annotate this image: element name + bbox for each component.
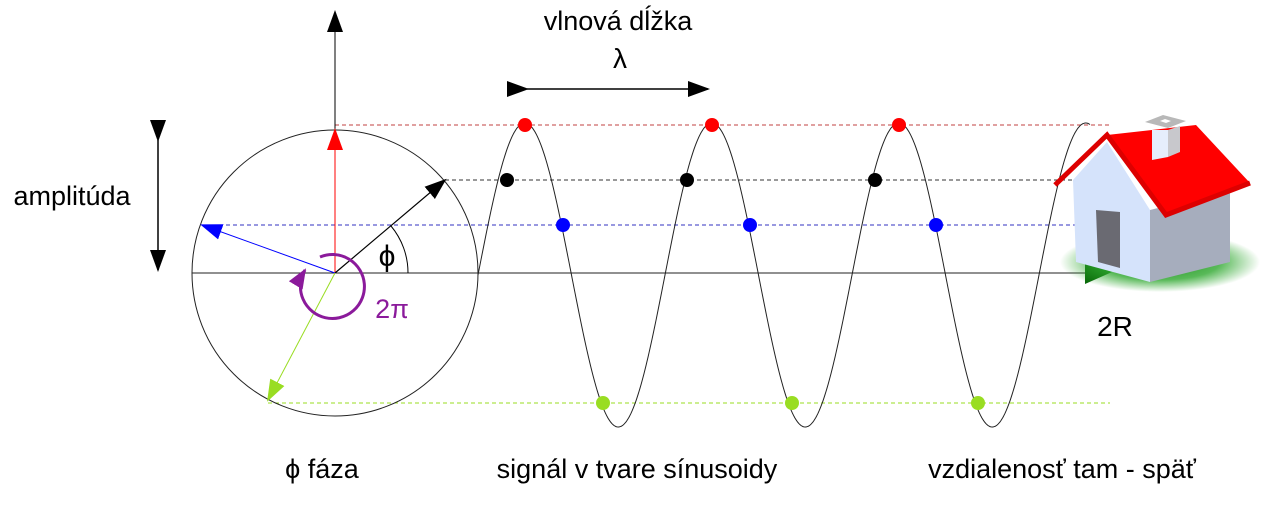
black-point bbox=[868, 173, 882, 187]
house-icon bbox=[1053, 115, 1260, 292]
blue-points bbox=[556, 218, 943, 232]
wavelength-label: vlnová dĺžka bbox=[544, 5, 694, 36]
green-point bbox=[596, 396, 610, 410]
two-pi-label: 2π bbox=[375, 294, 409, 324]
black-point bbox=[680, 173, 694, 187]
sine-wave bbox=[477, 122, 1091, 428]
blue-point bbox=[556, 218, 570, 232]
blue-phasor bbox=[200, 224, 336, 274]
lambda-label: λ bbox=[613, 43, 627, 74]
blue-point bbox=[743, 218, 757, 232]
amplitude-label: amplitúda bbox=[13, 181, 131, 211]
distance-label: vzdialenosť tam - späť bbox=[928, 454, 1197, 484]
green-point bbox=[785, 396, 799, 410]
signal-label: signál v tvare sínusoidy bbox=[497, 454, 778, 484]
two-r-label: 2R bbox=[1097, 311, 1133, 342]
two-pi-loop bbox=[288, 253, 366, 320]
green-point bbox=[971, 396, 985, 410]
black-phasor bbox=[334, 178, 447, 274]
red-points bbox=[518, 118, 906, 132]
phase-label: ϕ fáza bbox=[285, 454, 360, 484]
black-point bbox=[500, 173, 514, 187]
phi-label: ϕ bbox=[379, 240, 396, 273]
blue-point bbox=[929, 218, 943, 232]
green-phasor bbox=[267, 272, 336, 402]
black-points bbox=[500, 173, 882, 187]
phi-angle-arc bbox=[390, 225, 409, 274]
green-points bbox=[596, 396, 985, 410]
red-point bbox=[705, 118, 719, 132]
red-point bbox=[518, 118, 532, 132]
red-point bbox=[892, 118, 906, 132]
